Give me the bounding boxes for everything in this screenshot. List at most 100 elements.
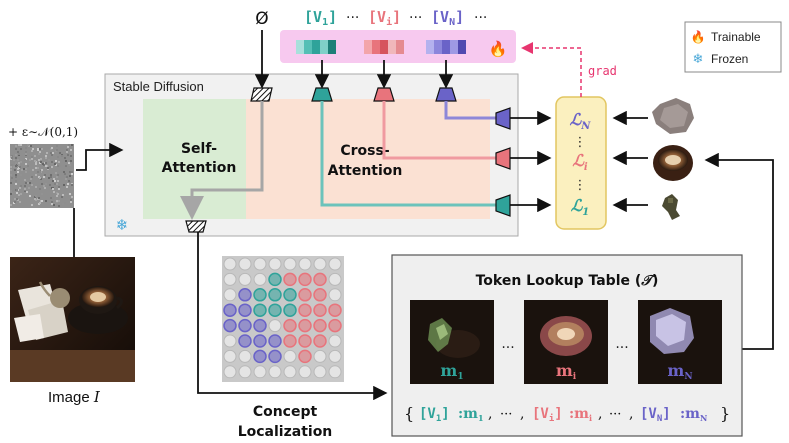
path-vn bbox=[444, 101, 496, 120]
grid-cell bbox=[238, 365, 252, 379]
mask-label-1: m1 bbox=[440, 361, 463, 382]
grid-cell bbox=[328, 349, 342, 363]
photo-papers bbox=[14, 284, 68, 342]
stable-diffusion-block: Stable Diffusion Self- Attention Cross- … bbox=[104, 73, 519, 237]
grid-cell bbox=[223, 334, 237, 348]
token-ellipsis-1: ··· bbox=[346, 10, 359, 26]
grid-cell bbox=[298, 318, 312, 333]
key-projection-vi bbox=[373, 87, 395, 102]
embedding-v1 bbox=[296, 40, 336, 54]
photo-teapot bbox=[38, 281, 70, 308]
grid-cell bbox=[223, 288, 237, 302]
grid-cell bbox=[328, 365, 342, 379]
grid-cell bbox=[313, 272, 327, 287]
output-block-vi bbox=[495, 147, 511, 170]
legend-box bbox=[684, 21, 782, 73]
grid-cell bbox=[238, 303, 252, 317]
grid-cell bbox=[313, 288, 327, 302]
image-label: Image I bbox=[48, 388, 101, 406]
grid-cell bbox=[328, 303, 342, 317]
grid-cell bbox=[298, 349, 312, 364]
self-attention-line1: Self- bbox=[181, 141, 217, 157]
concept-localization-line1: Concept bbox=[253, 404, 318, 420]
grid-cell bbox=[328, 318, 342, 333]
token-ellipsis-2: ··· bbox=[409, 10, 422, 26]
noise-input: + ε∼𝒩(0,1) bbox=[8, 125, 78, 208]
grid-cell bbox=[268, 257, 282, 271]
grid-cell bbox=[313, 303, 327, 317]
grid-cell bbox=[283, 334, 297, 348]
grid-cell bbox=[268, 365, 282, 379]
grad-arrow bbox=[521, 42, 582, 97]
concept-localization-line2: Localization bbox=[238, 424, 333, 440]
grid-cell bbox=[283, 318, 297, 333]
loss-box: ℒN ⋮ ℒi ⋮ ℒ1 bbox=[555, 96, 607, 230]
grid-cell bbox=[238, 318, 252, 333]
stable-diffusion-label: Stable Diffusion bbox=[113, 79, 204, 94]
legend: 🔥 Trainable ❄ Frozen bbox=[684, 21, 782, 73]
mask-label-i: mi bbox=[556, 361, 577, 382]
grid-cells bbox=[223, 257, 342, 379]
svg-text:···: ··· bbox=[609, 407, 621, 422]
legend-snow-icon: ❄ bbox=[693, 52, 704, 67]
token-ellipsis-3: ··· bbox=[474, 10, 487, 26]
grid-cell bbox=[268, 303, 282, 317]
token-arrows bbox=[254, 30, 454, 89]
grid-cell bbox=[328, 288, 342, 302]
loss-dots-2: ⋮ bbox=[574, 178, 587, 193]
cross-attention-line1: Cross- bbox=[340, 143, 389, 159]
grid-cell bbox=[238, 334, 252, 348]
input-image bbox=[10, 257, 135, 382]
svg-text:,: , bbox=[488, 406, 492, 422]
grid-cell bbox=[268, 334, 282, 348]
localization-arrow bbox=[197, 232, 388, 401]
noise-label: + ε∼𝒩(0,1) bbox=[8, 125, 78, 139]
lookup-mask-1: m1 bbox=[410, 300, 494, 384]
grid-cell bbox=[268, 272, 282, 287]
svg-text:,: , bbox=[629, 406, 633, 422]
grid-cell bbox=[268, 349, 282, 364]
token-row: Ø [V1] ··· [Vi] ··· [VN] ··· bbox=[255, 8, 516, 63]
grid-cell bbox=[313, 349, 327, 363]
grid-cell bbox=[283, 303, 297, 317]
key-projection-vn bbox=[435, 87, 457, 102]
token-vi: [Vi] bbox=[368, 8, 401, 28]
grid-background bbox=[222, 256, 344, 382]
concept-localization-grid bbox=[222, 256, 344, 382]
grid-cell bbox=[313, 257, 327, 271]
concept-mask-n bbox=[652, 98, 694, 134]
svg-text:···: ··· bbox=[500, 407, 512, 422]
noise-texture bbox=[10, 144, 73, 207]
grid-cell bbox=[253, 303, 267, 317]
lookup-dots-1: ··· bbox=[501, 340, 514, 356]
svg-text:[Vi]: [Vi] bbox=[532, 406, 563, 424]
svg-text::mN: :mN bbox=[680, 406, 707, 423]
svg-text:}: } bbox=[720, 404, 730, 423]
grid-cell bbox=[283, 365, 297, 379]
masked-concepts bbox=[652, 98, 694, 220]
photo-cup bbox=[68, 286, 128, 334]
grid-cell bbox=[223, 272, 237, 286]
grid-cell bbox=[238, 272, 252, 286]
lookup-dots-2: ··· bbox=[615, 340, 628, 356]
self-attention-line2: Attention bbox=[162, 160, 237, 176]
grid-cell bbox=[238, 349, 252, 363]
grid-cell bbox=[253, 288, 267, 302]
projection-blocks bbox=[250, 87, 457, 102]
loss-dots-1: ⋮ bbox=[574, 135, 587, 150]
grid-cell bbox=[283, 257, 297, 271]
lookup-to-masks-arrow bbox=[704, 152, 774, 350]
svg-text:,: , bbox=[520, 406, 524, 422]
svg-text::m1: :m1 bbox=[458, 406, 484, 423]
grid-cell bbox=[253, 349, 267, 364]
svg-text:[VN]: [VN] bbox=[640, 406, 671, 424]
empty-token-symbol: Ø bbox=[255, 9, 268, 29]
grid-cell bbox=[253, 272, 267, 286]
grid-cell bbox=[298, 272, 312, 287]
token-v1: [V1] bbox=[304, 8, 337, 28]
cross-attention-line2: Attention bbox=[328, 163, 403, 179]
lookup-mask-n: mN bbox=[638, 300, 722, 384]
grid-cell bbox=[313, 365, 327, 379]
noise-arrow bbox=[76, 142, 124, 171]
